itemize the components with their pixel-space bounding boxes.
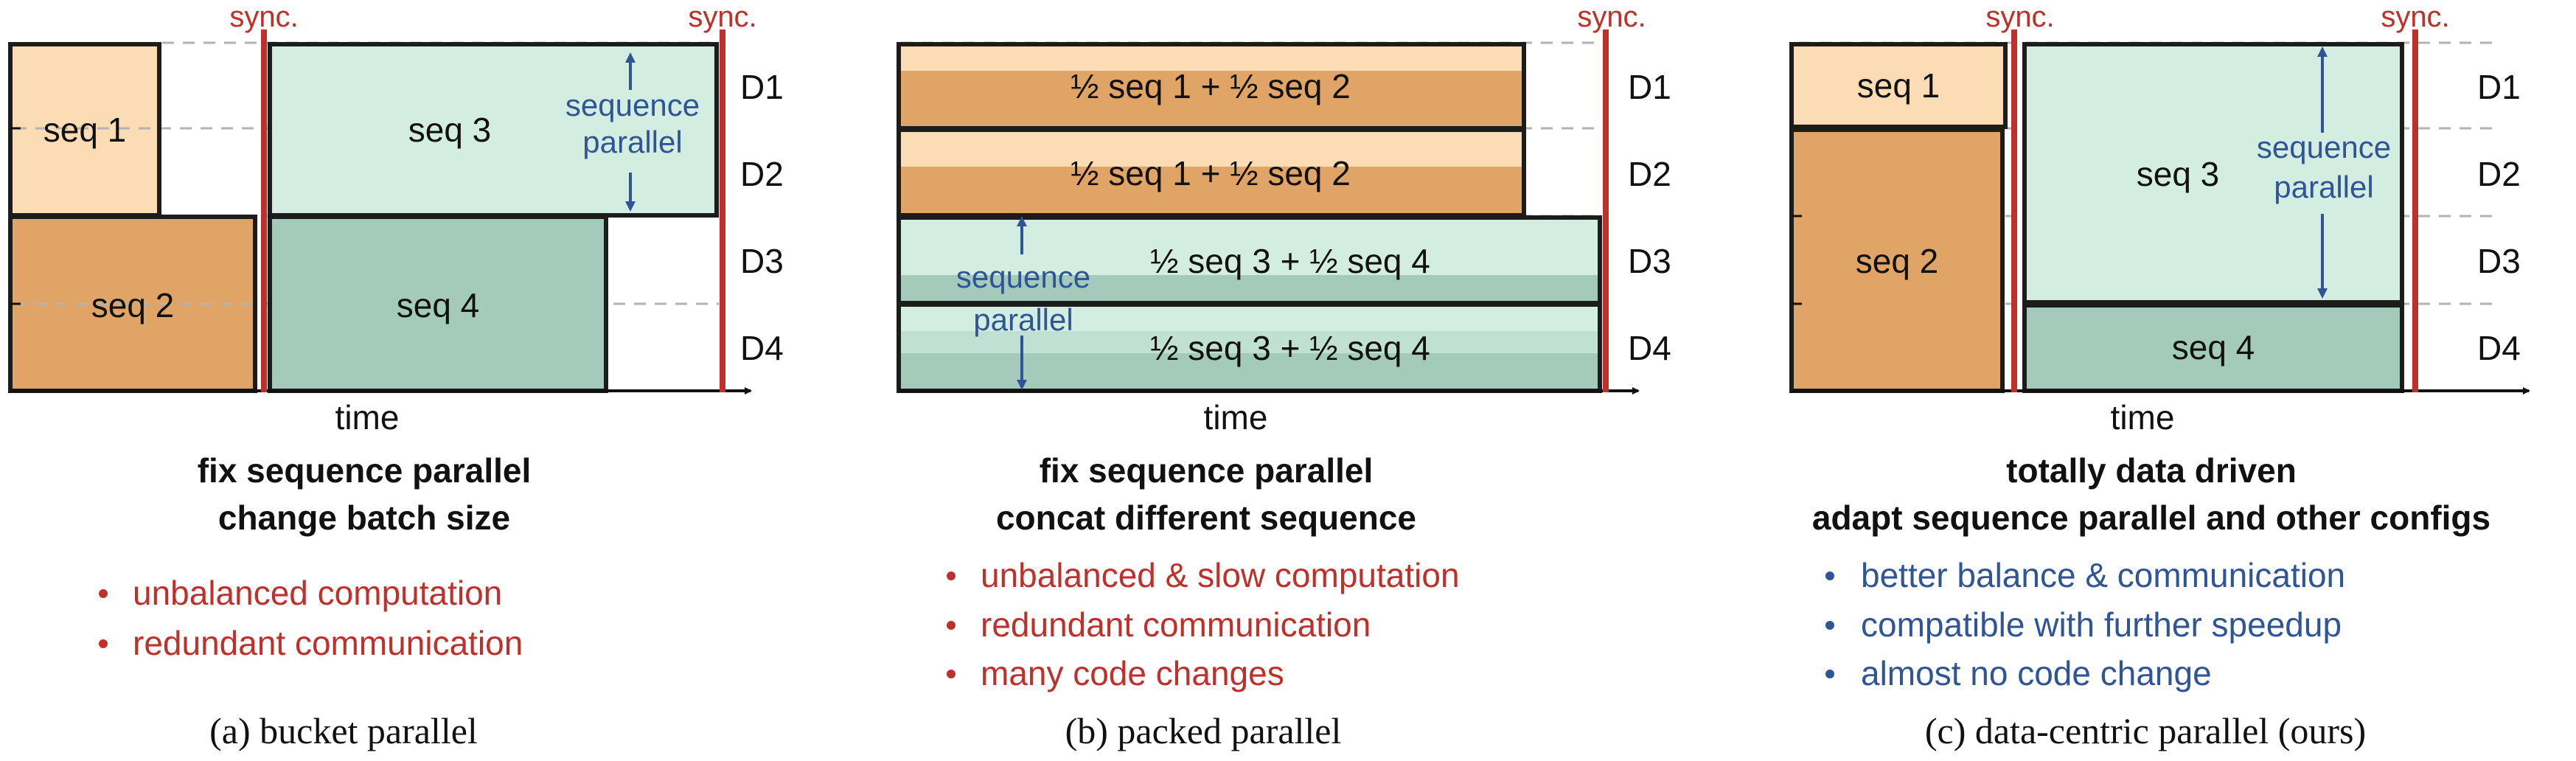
annotation-line2: parallel bbox=[582, 125, 682, 159]
bullet-dot bbox=[1825, 621, 1834, 630]
panel-heading-line2: concat different sequence bbox=[996, 498, 1416, 537]
bullet-list: better balance & communication compatibl… bbox=[1825, 556, 2345, 692]
panel-caption: (a) bucket parallel bbox=[209, 710, 478, 751]
sync-label: sync. bbox=[1577, 1, 1646, 33]
bullet-item: compatible with further speedup bbox=[1861, 605, 2342, 644]
device-label-d3: D3 bbox=[1628, 242, 1671, 280]
bullet-item: almost no code change bbox=[1861, 654, 2212, 692]
panel-heading-line2: change batch size bbox=[218, 498, 510, 537]
row4-label: ½ seq 3 + ½ seq 4 bbox=[1150, 329, 1430, 367]
panel-b: sync. ½ seq 1 + ½ seq 2 ½ seq 1 + ½ seq … bbox=[897, 1, 1671, 751]
device-label-d1: D1 bbox=[1628, 68, 1671, 106]
seq4-label: seq 4 bbox=[2172, 328, 2255, 366]
sync-label: sync. bbox=[1985, 1, 2054, 33]
device-label-d4: D4 bbox=[1628, 329, 1671, 367]
device-label-d2: D2 bbox=[1628, 155, 1671, 193]
bullet-dot bbox=[947, 670, 955, 678]
block-row3 bbox=[897, 215, 1602, 305]
row2-label: ½ seq 1 + ½ seq 2 bbox=[1071, 154, 1351, 192]
row3-label: ½ seq 3 + ½ seq 4 bbox=[1150, 242, 1430, 280]
seq3-label: seq 3 bbox=[408, 111, 492, 149]
bullet-dot bbox=[947, 621, 955, 630]
bullet-dot bbox=[1825, 571, 1834, 580]
device-label-d1: D1 bbox=[2477, 68, 2521, 106]
seq2-label: seq 2 bbox=[91, 286, 175, 324]
device-label-d3: D3 bbox=[2477, 242, 2521, 280]
annotation-line2: parallel bbox=[2274, 170, 2373, 204]
block-seq3 bbox=[268, 42, 719, 218]
seq1-label: seq 1 bbox=[1857, 66, 1940, 105]
bullet-list: unbalanced computation redundant communi… bbox=[99, 574, 523, 662]
bullet-dot bbox=[99, 589, 108, 598]
time-label: time bbox=[1204, 398, 1268, 437]
seq2-label: seq 2 bbox=[1856, 242, 1939, 280]
bullet-item: better balance & communication bbox=[1861, 556, 2345, 594]
time-label: time bbox=[335, 398, 400, 437]
sync-label: sync. bbox=[688, 1, 756, 33]
bullet-item: many code changes bbox=[981, 654, 1284, 692]
bullet-dot bbox=[1825, 670, 1834, 678]
block-row4 bbox=[897, 302, 1602, 393]
sync-label: sync. bbox=[2381, 1, 2449, 33]
bullet-item: unbalanced & slow computation bbox=[981, 556, 1460, 594]
device-label-d1: D1 bbox=[740, 68, 784, 106]
device-label-d3: D3 bbox=[740, 242, 784, 280]
panel-heading-line1: fix sequence parallel bbox=[1040, 451, 1374, 490]
seq4-label: seq 4 bbox=[397, 286, 480, 324]
bullet-list: unbalanced & slow computation redundant … bbox=[947, 556, 1460, 692]
panel-caption: (c) data-centric parallel (ours) bbox=[1925, 710, 2366, 751]
device-label-d4: D4 bbox=[2477, 329, 2521, 367]
time-label: time bbox=[2111, 398, 2175, 437]
bullet-dot bbox=[99, 639, 108, 648]
bullet-item: redundant communication bbox=[981, 605, 1371, 644]
annotation-line1: sequence bbox=[956, 260, 1090, 294]
sync-label: sync. bbox=[229, 1, 298, 33]
seq3-label: seq 3 bbox=[2137, 155, 2220, 193]
annotation-line1: sequence bbox=[565, 88, 700, 122]
device-label-d2: D2 bbox=[740, 155, 784, 193]
block-seq2 bbox=[8, 215, 257, 393]
panel-heading-line1: fix sequence parallel bbox=[198, 451, 532, 490]
panel-a: sync. sync. seq 1 seq 2 seq 3 seq 4 sequ… bbox=[8, 1, 784, 751]
panel-caption: (b) packed parallel bbox=[1065, 710, 1342, 751]
block-row2 bbox=[897, 128, 1526, 218]
block-seq1 bbox=[8, 42, 161, 218]
row1-label: ½ seq 1 + ½ seq 2 bbox=[1071, 67, 1351, 105]
block-seq1 bbox=[1789, 42, 2008, 129]
panel-c: sync. sync. seq 1 seq 2 seq 3 seq 4 sequ… bbox=[1789, 1, 2530, 751]
annotation-line1: sequence bbox=[2257, 130, 2391, 164]
bullet-item: redundant communication bbox=[133, 624, 523, 662]
panel-heading-line1: totally data driven bbox=[2006, 451, 2297, 490]
annotation-line2: parallel bbox=[973, 302, 1073, 337]
panel-heading-line2: adapt sequence parallel and other config… bbox=[1812, 498, 2490, 537]
device-label-d4: D4 bbox=[740, 329, 784, 367]
seq1-label: seq 1 bbox=[43, 111, 127, 149]
bullet-item: unbalanced computation bbox=[133, 574, 502, 612]
device-label-d2: D2 bbox=[2477, 155, 2521, 193]
bullet-dot bbox=[947, 571, 955, 580]
block-seq3 bbox=[2022, 42, 2404, 305]
block-seq2 bbox=[1789, 128, 2005, 393]
